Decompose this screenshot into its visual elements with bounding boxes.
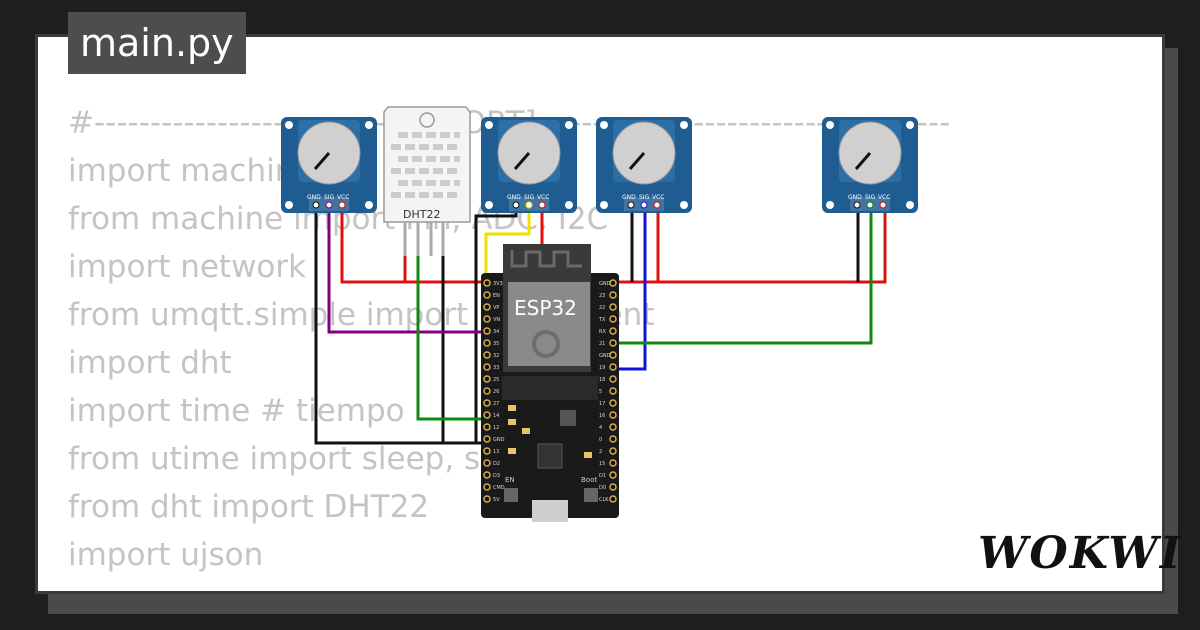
potentiometer[interactable]: GND SIG VCC: [820, 115, 920, 215]
pin-label: 34: [493, 329, 499, 335]
pin-label: CMD: [493, 485, 505, 491]
pin-label-sig: SIG: [865, 194, 876, 201]
pin-label: 3V3: [493, 281, 503, 287]
code-line: import network: [68, 249, 307, 285]
pin-label: CLK: [599, 497, 609, 503]
en-button[interactable]: [504, 488, 518, 502]
pin-label: 2: [599, 449, 602, 455]
pin-label-sig: SIG: [324, 194, 335, 201]
pin-label: 33: [493, 365, 499, 371]
pin-label: 17: [599, 401, 605, 407]
pin-label: 23: [599, 293, 605, 299]
pin-label-sig: SIG: [639, 194, 650, 201]
pin-label: GND: [493, 437, 505, 443]
code-line: import ujson: [68, 537, 264, 573]
wires: [314, 204, 887, 445]
pin-label: 32: [493, 353, 499, 359]
potentiometer[interactable]: GND SIG VCC: [594, 115, 694, 215]
pin-label: D2: [493, 461, 500, 467]
en-label: EN: [505, 476, 515, 484]
pin-label: 15: [599, 461, 605, 467]
pin-label-vcc: VCC: [337, 194, 349, 201]
pin-label: 21: [599, 341, 605, 347]
pin-label: 22: [599, 305, 605, 311]
pin-label-vcc: VCC: [878, 194, 890, 201]
pin-label-vcc: VCC: [537, 194, 549, 201]
pin-label: D3: [493, 473, 500, 479]
code-listing: #----------------------------IMPORT]----…: [68, 98, 950, 578]
code-line: import machine: [68, 153, 314, 189]
pin-label-gnd: GND: [307, 194, 321, 201]
potentiometer[interactable]: GND SIG VCC: [279, 115, 379, 215]
pin-label: 0: [599, 437, 602, 443]
potentiometer[interactable]: GND SIG VCC: [479, 115, 579, 215]
pin-label: 5V: [493, 497, 500, 503]
pin-label: 14: [493, 413, 499, 419]
pin-label: 4: [599, 425, 602, 431]
pin-label: D0: [599, 485, 606, 491]
pin-label: 19: [599, 365, 605, 371]
pin-label: 5: [599, 389, 602, 395]
code-line: import time # tiempo: [68, 393, 405, 429]
pin-label-gnd: GND: [507, 194, 521, 201]
wire-sig-1: [327, 204, 490, 334]
boot-button[interactable]: [584, 488, 598, 502]
pin-label: 18: [599, 377, 605, 383]
pin-label: TX: [598, 317, 606, 323]
pin-label: RX: [599, 329, 606, 335]
esp32-label: ESP32: [514, 296, 577, 320]
wokwi-logo[interactable]: WOKWI: [978, 528, 1183, 579]
pin-label: 25: [493, 377, 499, 383]
pin-label: VP: [493, 305, 499, 311]
pin-label: EN: [493, 293, 500, 299]
pin-label-vcc: VCC: [652, 194, 664, 201]
pin-label: 12: [493, 425, 499, 431]
wire-gnd: [314, 204, 490, 445]
pin-label-gnd: GND: [622, 194, 636, 201]
pin-label: 13: [493, 449, 499, 455]
boot-label: Boot: [581, 476, 597, 484]
pin-label: GND: [599, 353, 611, 359]
dht22-sensor[interactable]: DHT22: [383, 106, 471, 256]
wire-dht-data: [416, 255, 490, 421]
code-line: import dht: [68, 345, 232, 381]
dht22-label: DHT22: [403, 208, 440, 221]
pin-label: 16: [599, 413, 605, 419]
pin-label: VN: [493, 317, 500, 323]
pin-label-gnd: GND: [848, 194, 862, 201]
esp32-board[interactable]: ESP32 EN Boot 3V3 EN VP VN 34 35 32 33 2…: [481, 244, 619, 522]
pin-label-sig: SIG: [524, 194, 535, 201]
pin-label: 27: [493, 401, 499, 407]
code-line: from dht import DHT22: [68, 489, 430, 525]
usb-port: [532, 500, 568, 522]
pin-label: GND: [599, 281, 611, 287]
pin-label: 26: [493, 389, 499, 395]
pin-label: D1: [599, 473, 606, 479]
pin-label: 35: [493, 341, 499, 347]
file-tab[interactable]: main.py: [68, 12, 246, 74]
